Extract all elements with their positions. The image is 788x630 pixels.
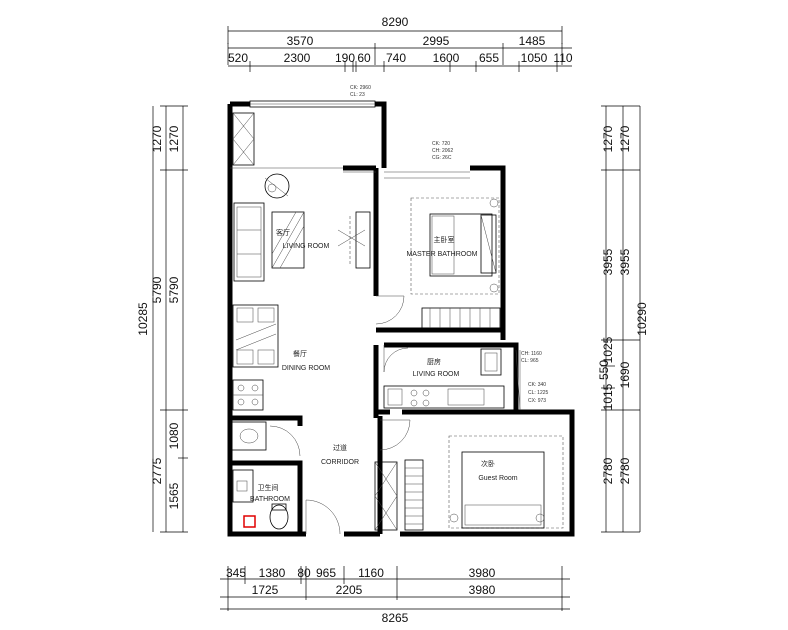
dim-top-2-c: 190 xyxy=(335,51,355,65)
annotation-guest-2: CL: 1225 xyxy=(528,390,549,396)
kitchen-label: LIVING ROOM xyxy=(413,371,460,378)
annotation-top-1: CK: 2960 xyxy=(350,85,371,91)
guest-room-label: Guest Room xyxy=(478,475,517,482)
chair-icon xyxy=(264,173,290,199)
dim-left-2-c: 1080 xyxy=(167,422,181,449)
wardrobe xyxy=(374,459,424,531)
toilet-icon xyxy=(269,504,289,530)
annotation-kitchen-1: CH: 1160 xyxy=(521,351,542,357)
bathroom-label: BATHROOM xyxy=(250,496,290,503)
annotation-kitchen-2: CL: 965 xyxy=(521,358,539,364)
kitchen: 厨房 LIVING ROOM xyxy=(383,345,505,409)
annotation-master-3: CG: 26C xyxy=(432,155,452,161)
dim-bottom-1-a: 345 xyxy=(226,566,246,580)
dim-top-2-i: 110 xyxy=(553,51,572,65)
dim-top-1-b: 2995 xyxy=(423,34,450,48)
dim-top-1-a: 3570 xyxy=(287,34,314,48)
dim-bottom-1-b: 1380 xyxy=(259,566,286,580)
living-room-label: LIVING ROOM xyxy=(283,243,330,250)
dim-right-2-c: 1690 xyxy=(618,361,632,388)
corridor-label-cn: 过道 xyxy=(333,443,347,452)
windows xyxy=(230,100,521,411)
dim-top-2-a: 520 xyxy=(228,51,248,65)
dim-right-2-d: 2780 xyxy=(618,457,632,484)
dim-top-1-c: 1485 xyxy=(519,34,546,48)
left-dimensions: 10285 1270 5790 2775 1270 5790 1080 1565 xyxy=(136,105,188,533)
dim-right-2-a: 1270 xyxy=(618,125,632,152)
dim-bottom-2-a: 1725 xyxy=(252,583,279,597)
dim-bottom-total: 8265 xyxy=(382,611,409,625)
annotation-guest-3: CX: 973 xyxy=(528,398,546,404)
corridor-label: CORRIDOR xyxy=(321,459,359,466)
dim-left-2-b: 5790 xyxy=(167,276,181,303)
dim-top-2-g: 655 xyxy=(479,51,499,65)
kitchen-label-cn: 厨房 xyxy=(427,357,441,366)
dim-left-2-d: 1565 xyxy=(167,482,181,509)
dim-left-total: 10285 xyxy=(136,302,150,336)
dim-right-1-e: 1015 xyxy=(601,383,615,410)
dim-right-1-d: 550 xyxy=(597,360,611,380)
dim-left-1-b: 5790 xyxy=(150,276,164,303)
top-dimensions: 8290 3570 2995 1485 520 2300 190 60 740 … xyxy=(227,15,573,72)
right-dimensions: 1270 3955 1025 550 1015 2780 1270 3955 1… xyxy=(597,105,649,533)
dim-bottom-1-c: 80 xyxy=(297,566,311,580)
dining-room-label-cn: 餐厅 xyxy=(293,349,307,358)
dim-bottom-2-b: 2205 xyxy=(336,583,363,597)
dim-top-total: 8290 xyxy=(382,15,409,29)
balcony xyxy=(232,112,255,166)
living-room: 客厅 LIVING ROOM xyxy=(233,173,371,282)
dim-left-1-a: 1270 xyxy=(150,125,164,152)
window-annotations: CK: 2960 CL: 23 CK: 720 CH: 2062 CG: 26C… xyxy=(350,85,549,404)
guest-room: 次卧 Guest Room xyxy=(448,435,564,529)
master-bedroom-label: MASTER BATHROOM xyxy=(406,251,477,258)
bathroom: 卫生间 BATHROOM xyxy=(231,421,301,530)
dim-left-1-c: 2775 xyxy=(150,457,164,484)
dim-right-1-b: 3955 xyxy=(601,248,615,275)
dim-top-2-f: 1600 xyxy=(433,51,460,65)
dining-room: 餐厅 DINING ROOM xyxy=(232,304,330,411)
dim-top-2-h: 1050 xyxy=(521,51,548,65)
dim-bottom-1-f: 3980 xyxy=(469,566,496,580)
dim-top-2-e: 740 xyxy=(386,51,406,65)
dim-left-2-a: 1270 xyxy=(167,125,181,152)
dim-top-2-b: 2300 xyxy=(284,51,311,65)
dim-right-1-c: 1025 xyxy=(601,336,615,363)
dim-right-total: 10290 xyxy=(635,302,649,336)
dining-room-label: DINING ROOM xyxy=(282,365,330,372)
living-room-label-cn: 客厅 xyxy=(276,228,290,237)
annotation-master-2: CH: 2062 xyxy=(432,148,453,154)
bottom-dimensions: 345 1380 80 965 1160 3980 1725 2205 3980… xyxy=(220,566,570,625)
master-bedroom: 主卧室 MASTER BATHROOM xyxy=(375,197,501,329)
annotation-guest-1: CK: 340 xyxy=(528,382,546,388)
dim-top-2-d: 60 xyxy=(357,51,371,65)
dim-right-2-b: 3955 xyxy=(618,248,632,275)
walls xyxy=(227,101,575,537)
sink-icon xyxy=(239,428,259,444)
dim-bottom-1-d: 965 xyxy=(316,566,336,580)
master-bedroom-label-cn: 主卧室 xyxy=(434,235,455,244)
guest-room-label-cn: 次卧 xyxy=(481,459,495,468)
bathroom-label-cn: 卫生间 xyxy=(258,483,279,492)
annotation-master-1: CK: 720 xyxy=(432,141,450,147)
dim-bottom-1-e: 1160 xyxy=(358,566,384,580)
dim-bottom-2-c: 3980 xyxy=(469,583,496,597)
annotation-top-2: CL: 23 xyxy=(350,92,365,98)
dim-right-1-f: 2780 xyxy=(601,457,615,484)
floor-drain-icon xyxy=(243,515,256,528)
corridor: 过道 CORRIDOR xyxy=(305,419,411,535)
dim-right-1-a: 1270 xyxy=(601,125,615,152)
